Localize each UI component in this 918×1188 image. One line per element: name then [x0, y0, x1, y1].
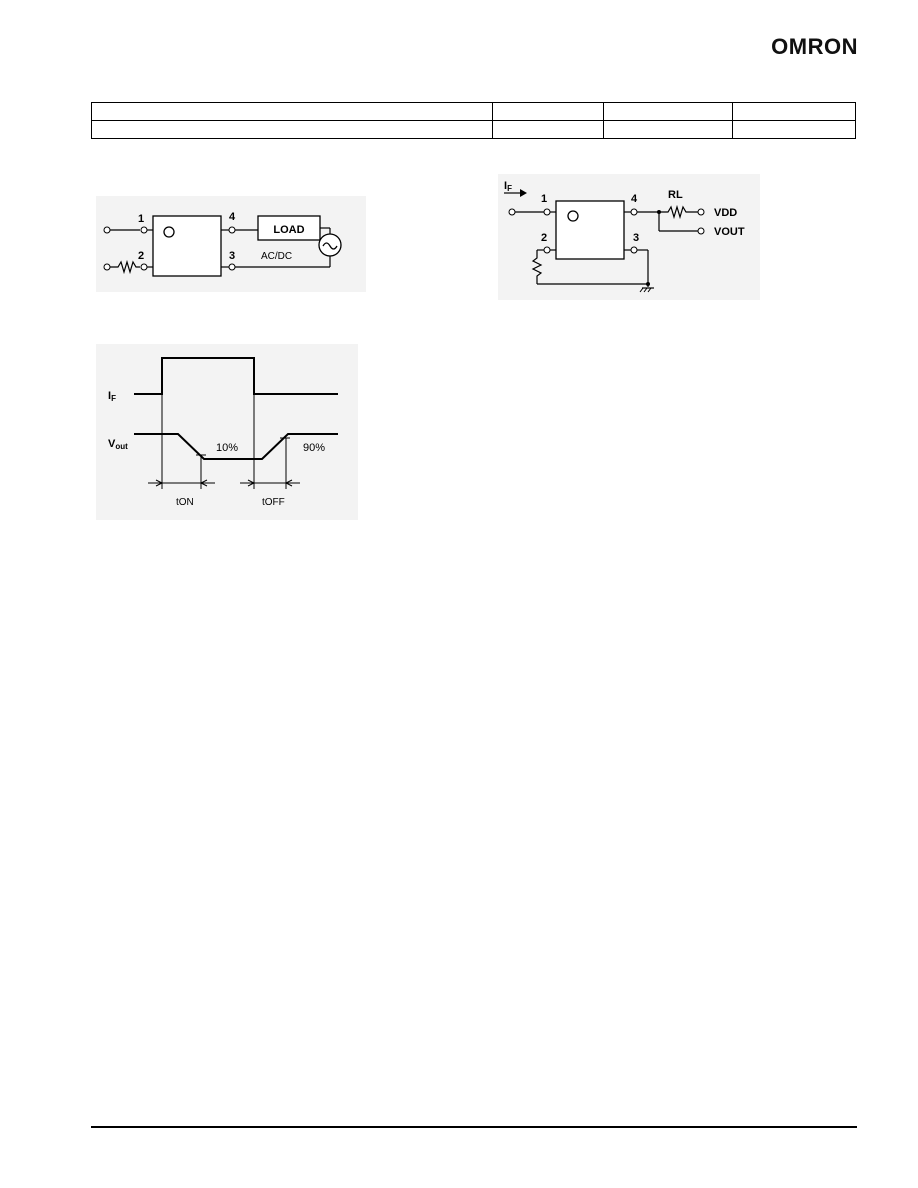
pin3-label: 3 [633, 232, 639, 244]
vout-signal-label: Vout [108, 438, 128, 451]
pin1-marker-icon [163, 226, 175, 238]
rl-label: RL [668, 189, 683, 201]
relay-body [152, 215, 222, 277]
toff-label: tOFF [262, 497, 285, 508]
pin4-label: 4 [229, 211, 236, 223]
pin2-label: 2 [138, 250, 144, 262]
vout-label: VOUT [714, 226, 745, 238]
pin3-label: 3 [229, 250, 235, 262]
load-label: LOAD [273, 224, 304, 236]
pct-90-label: 90% [303, 442, 325, 454]
table-cell [91, 120, 493, 139]
table-cell [732, 102, 856, 121]
table-cell [492, 120, 604, 139]
pin1-label: 1 [138, 213, 144, 225]
header-table [91, 102, 856, 139]
pin1-label: 1 [541, 193, 547, 205]
relay-body [555, 200, 625, 260]
pin4-label: 4 [631, 193, 638, 205]
table-cell [732, 120, 856, 139]
timing-diagram: IF Vout 10% 90% tON tOFF [96, 344, 358, 520]
pin2-label: 2 [541, 232, 547, 244]
table-row [91, 120, 856, 139]
input-resistor-icon [531, 250, 543, 284]
ton-label: tON [176, 497, 194, 508]
pct-10-label: 10% [216, 442, 238, 454]
input-resistor-icon [110, 259, 140, 275]
load-circuit-diagram: 1 2 4 LOAD 3 AC/DC [96, 196, 366, 292]
vdd-label: VDD [714, 207, 737, 219]
if-waveform [134, 357, 338, 395]
if-label: IF [504, 180, 512, 193]
table-cell [603, 120, 733, 139]
table-cell [603, 102, 733, 121]
test-circuit-diagram: IF 1 2 4 RL VDD VOUT 3 [498, 174, 760, 300]
current-arrow-icon [520, 189, 527, 197]
ac-dc-label: AC/DC [261, 251, 292, 262]
table-cell [492, 102, 604, 121]
table-cell [91, 102, 493, 121]
if-signal-label: IF [108, 390, 116, 403]
omron-logo: OMRON [771, 34, 858, 59]
vout-waveform [134, 433, 338, 460]
pin1-marker-icon [567, 210, 579, 222]
ground-icon [639, 287, 654, 293]
table-row [91, 102, 856, 121]
load-resistor-icon [661, 204, 698, 220]
footer-rule [91, 1126, 857, 1128]
